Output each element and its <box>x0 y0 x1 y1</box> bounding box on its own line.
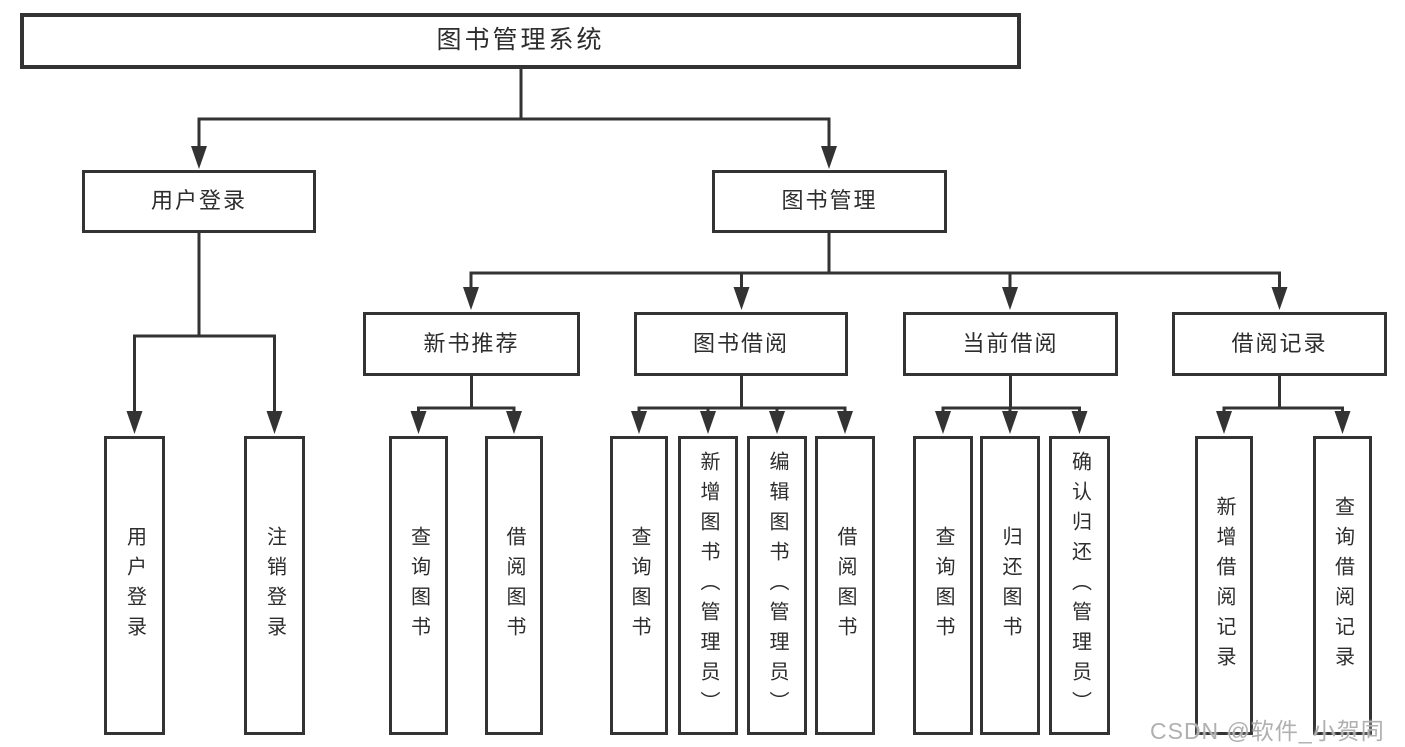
arrow-to-leaf-current-3 <box>1071 411 1088 434</box>
leaf-add-books-admin: 新增图书（管理员） <box>678 436 738 735</box>
leaf-label: 编辑图书（管理员） <box>766 450 788 721</box>
connector-borrow-records-to-leaves <box>1222 374 1344 417</box>
leaf-return-books: 归还图书 <box>980 436 1040 735</box>
arrow-to-leaf-newbook-1 <box>410 411 427 434</box>
leaf-borrow-books-newbook: 借阅图书 <box>485 436 543 735</box>
arrow-to-leaf-login-2 <box>266 411 283 434</box>
arrow-to-new-book <box>463 287 479 310</box>
arrow-to-leaf-newbook-2 <box>506 411 522 434</box>
leaf-label: 用户登录 <box>123 525 146 646</box>
arrow-to-leaf-login-1 <box>126 411 143 434</box>
arrow-to-current-borrow <box>1002 287 1018 310</box>
node-book-management: 图书管理 <box>712 170 947 233</box>
leaf-label: 借阅图书 <box>834 525 856 646</box>
leaf-edit-books-admin: 编辑图书（管理员） <box>747 436 807 735</box>
leaf-label: 确认归还（管理员） <box>1068 450 1091 721</box>
leaf-label: 查询借阅记录 <box>1331 495 1354 676</box>
connector-new-book-to-leaves <box>417 374 516 417</box>
leaf-label: 新增借阅记录 <box>1213 495 1235 676</box>
arrow-to-user-login <box>191 146 207 169</box>
leaf-query-books-current: 查询图书 <box>913 436 973 735</box>
arrow-to-leaf-records-2 <box>1334 411 1351 434</box>
connector-user-login-to-leaves <box>133 231 276 414</box>
arrow-to-leaf-borrow-1 <box>631 411 647 434</box>
leaf-label: 新增图书（管理员） <box>697 450 719 721</box>
leaf-query-books-newbook: 查询图书 <box>389 436 448 735</box>
leaf-label: 注销登录 <box>263 525 286 646</box>
arrow-to-leaf-borrow-2 <box>700 411 716 434</box>
node-book-borrow: 图书借阅 <box>634 312 848 376</box>
node-new-book-recommend: 新书推荐 <box>363 312 580 376</box>
arrow-to-leaf-borrow-4 <box>837 411 853 434</box>
arrow-to-leaf-borrow-3 <box>769 411 785 434</box>
arrowheads <box>126 146 1351 434</box>
leaf-label: 查询图书 <box>628 525 650 646</box>
connector-root-to-level2 <box>197 67 831 148</box>
leaf-query-borrow-record: 查询借阅记录 <box>1313 436 1372 735</box>
node-user-login: 用户登录 <box>82 170 316 233</box>
connector-current-borrow-to-leaves <box>941 374 1081 417</box>
leaf-borrow-books: 借阅图书 <box>815 436 875 735</box>
connector-book-borrow-to-leaves <box>637 374 847 417</box>
leaf-label: 归还图书 <box>999 525 1021 646</box>
arrow-to-leaf-records-1 <box>1216 411 1232 434</box>
leaf-label: 查询图书 <box>407 525 430 646</box>
leaf-add-borrow-record: 新增借阅记录 <box>1195 436 1253 735</box>
arrow-to-leaf-current-1 <box>935 411 951 434</box>
node-library-management-system: 图书管理系统 <box>20 13 1021 69</box>
arrow-to-borrow-records <box>1271 287 1288 310</box>
leaf-label: 查询图书 <box>932 525 954 646</box>
csdn-watermark: CSDN @软件_小贺同学 <box>1150 718 1385 744</box>
connector-book-management-to-level3 <box>469 231 1281 291</box>
arrow-to-leaf-current-2 <box>1002 411 1018 434</box>
node-borrow-records: 借阅记录 <box>1172 312 1387 376</box>
leaf-user-login: 用户登录 <box>104 436 165 735</box>
node-current-borrow: 当前借阅 <box>903 312 1118 376</box>
leaf-logout: 注销登录 <box>244 436 305 735</box>
arrow-to-book-borrow <box>733 287 750 310</box>
arrow-to-book-management <box>821 146 837 169</box>
leaf-query-books-borrow: 查询图书 <box>610 436 668 735</box>
leaf-label: 借阅图书 <box>503 525 525 646</box>
leaf-confirm-return-admin: 确认归还（管理员） <box>1049 436 1110 735</box>
